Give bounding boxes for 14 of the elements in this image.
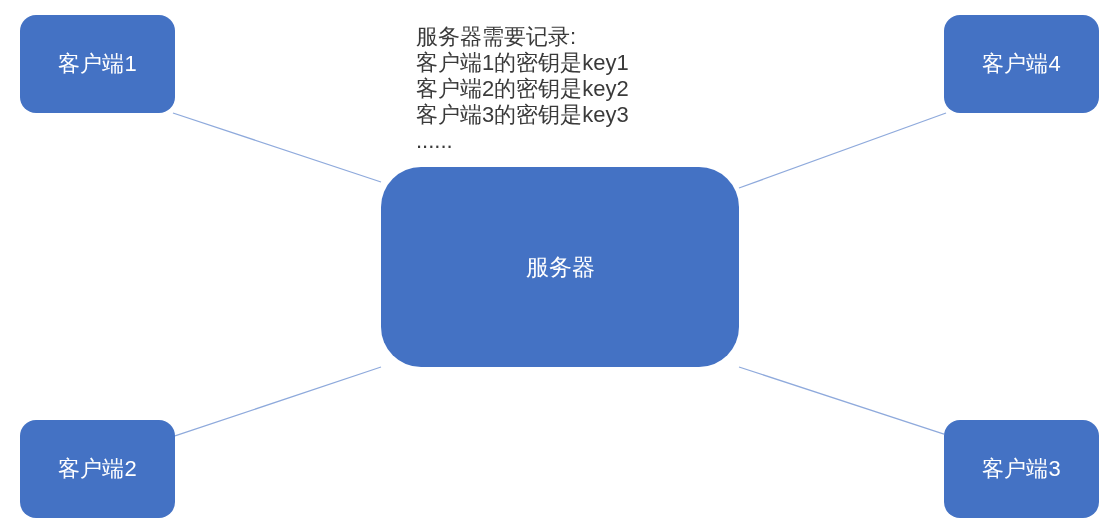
note-text: 客户端3的密钥是key3 — [416, 102, 629, 128]
connector-line — [738, 366, 945, 435]
client-box: 客户端3 — [944, 420, 1099, 518]
client-box: 客户端2 — [20, 420, 175, 518]
connector-line — [174, 366, 382, 437]
connector-line — [738, 112, 947, 189]
connector-line — [172, 112, 382, 183]
note-text: 客户端2的密钥是key2 — [416, 76, 629, 102]
note-text: 客户端1的密钥是key1 — [416, 50, 629, 76]
client-box: 客户端1 — [20, 15, 175, 113]
server-box: 服务器 — [381, 167, 739, 367]
client-box: 客户端4 — [944, 15, 1099, 113]
note-text: ...... — [416, 128, 453, 154]
note-text: 服务器需要记录: — [416, 24, 577, 50]
